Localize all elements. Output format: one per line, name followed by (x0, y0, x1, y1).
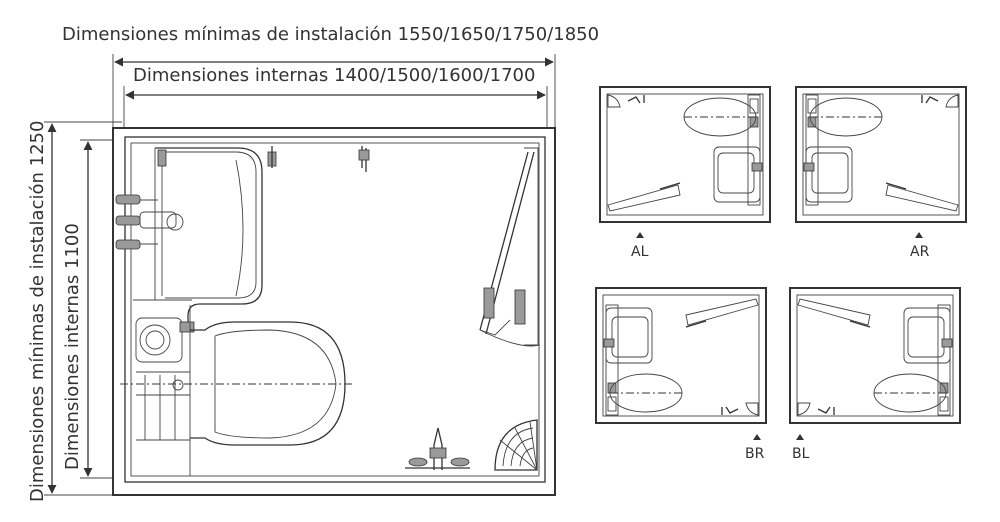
variant-label-br: BR (745, 446, 765, 462)
variant-plan-al (599, 86, 771, 223)
variant-label-bl: BL (792, 446, 810, 462)
internal-depth-label: Dimensiones internas 1100 (62, 223, 83, 470)
installation-depth-label: Dimensiones mínimas de instalación 1250 (27, 121, 48, 502)
bl-marker-icon (796, 434, 804, 440)
variant-plan-bl (789, 287, 961, 424)
internal-width-label: Dimensiones internas 1400/1500/1600/1700 (133, 65, 535, 86)
variant-plan-br (595, 287, 767, 424)
variant-label-ar: AR (910, 244, 930, 260)
al-marker-icon (636, 232, 644, 238)
main-floor-plan (112, 127, 556, 496)
variant-plan-ar (795, 86, 967, 223)
ar-marker-icon (915, 232, 923, 238)
variant-label-al: AL (631, 244, 649, 260)
installation-width-label: Dimensiones mínimas de instalación 1550/… (62, 24, 599, 45)
br-marker-icon (753, 434, 761, 440)
